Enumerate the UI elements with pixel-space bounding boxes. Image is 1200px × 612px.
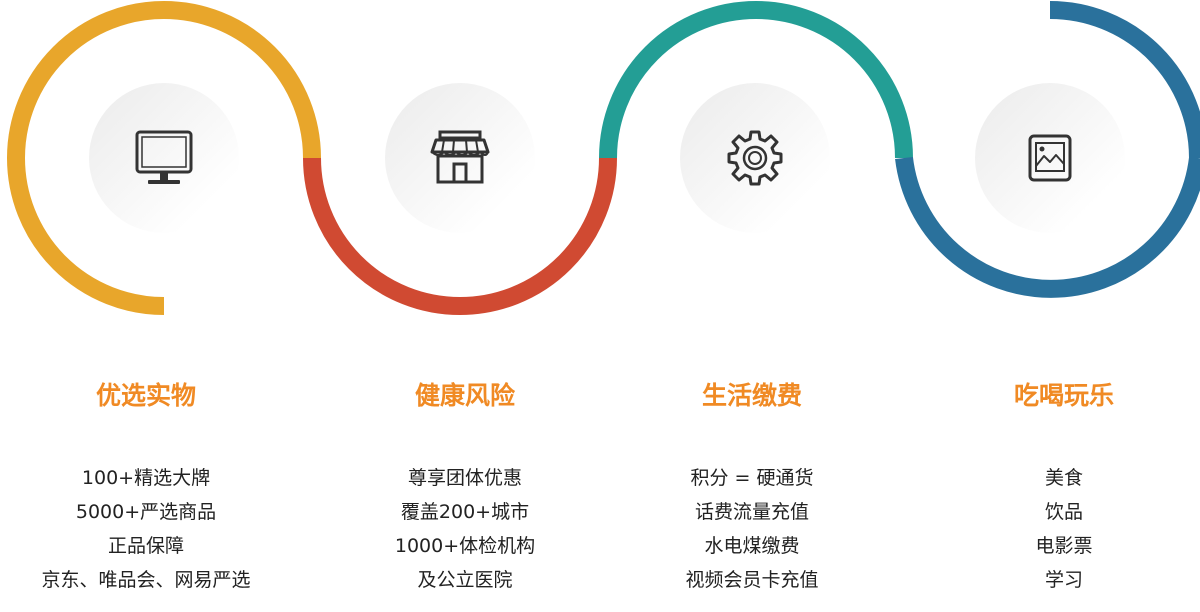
wave-segment-4 [895, 1, 1200, 298]
wave-segment-2 [303, 157, 617, 315]
feature-line: 及公立医院 [417, 569, 513, 591]
feature-line: 学习 [1044, 569, 1083, 591]
feature-title: 生活缴费 [701, 381, 802, 410]
icon-disc [680, 83, 830, 233]
wave-segment-1 [7, 1, 321, 315]
feature-lines: 美食 饮品 电影票 学习 [914, 461, 1200, 597]
feature-line: 积分 = 硬通货 [690, 467, 814, 489]
feature-line: 覆盖200+城市 [400, 501, 530, 523]
feature-line: 京东、唯品会、网易严选 [41, 569, 251, 591]
feature-line: 话费流量充值 [694, 501, 809, 523]
feature-title: 吃喝玩乐 [1013, 381, 1114, 410]
feature-line: 尊享团体优惠 [407, 467, 522, 489]
feature-line: 1000+体检机构 [394, 535, 536, 557]
feature-line: 饮品 [1044, 501, 1083, 523]
feature-line: 5000+严选商品 [75, 501, 217, 523]
feature-line: 视频会员卡充值 [685, 569, 819, 591]
icon-disc [975, 83, 1125, 233]
feature-lines: 100+精选大牌 5000+严选商品 正品保障 京东、唯品会、网易严选 [0, 461, 296, 597]
feature-lines: 积分 = 硬通货 话费流量充值 水电煤缴费 视频会员卡充值 [602, 461, 902, 597]
monitor-icon [135, 130, 193, 184]
feature-line: 电影票 [1035, 535, 1093, 557]
feature-line: 水电煤缴费 [704, 535, 800, 557]
icon-disc [89, 83, 239, 233]
wave-segment-3 [599, 1, 913, 159]
feature-lines: 尊享团体优惠 覆盖200+城市 1000+体检机构 及公立医院 [315, 461, 615, 597]
feature-line: 100+精选大牌 [81, 467, 211, 489]
feature-title: 优选实物 [95, 381, 196, 410]
icon-disc [385, 83, 535, 233]
store-icon [430, 130, 490, 184]
feature-line: 正品保障 [107, 535, 184, 557]
feature-title: 健康风险 [414, 381, 515, 410]
picture-icon [1028, 134, 1072, 182]
decorative-wave [7, 1, 1200, 315]
gear-icon [727, 130, 783, 186]
feature-line: 美食 [1044, 467, 1083, 489]
